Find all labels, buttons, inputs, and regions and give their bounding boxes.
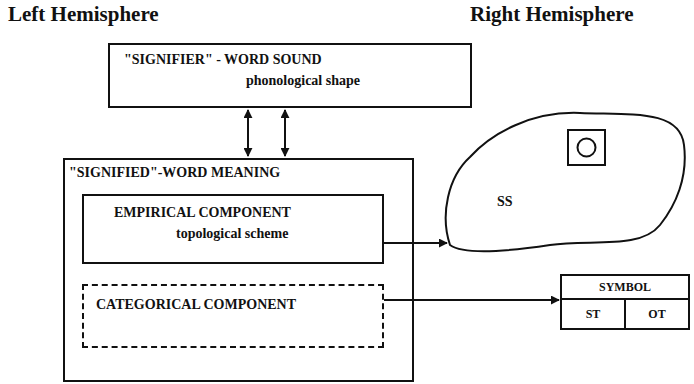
blob-outline xyxy=(440,105,688,255)
hemisphere-label: Left Hemisphere xyxy=(8,2,159,27)
box-heading: "SIGNIFIER" - WORD SOUND xyxy=(110,45,470,68)
box-heading: CATEGORICAL COMPONENT xyxy=(84,286,382,313)
component-box: CATEGORICAL COMPONENT xyxy=(82,284,384,348)
hemisphere-label: Right Hemisphere xyxy=(470,2,634,27)
signified-box: "SIGNIFIED"-WORD MEANING EMPIRICAL COMPON… xyxy=(63,158,414,382)
table-cell: OT xyxy=(624,300,688,328)
component-box: EMPIRICAL COMPONENTtopological scheme xyxy=(82,194,384,264)
sensory-region: SS xyxy=(440,105,688,255)
arrow-connector xyxy=(384,299,559,301)
signifier-box: "SIGNIFIER" - WORD SOUNDphonological sha… xyxy=(108,43,472,108)
arrow-connector xyxy=(247,110,249,156)
table-row: SYMBOL xyxy=(562,276,688,300)
box-body: topological scheme xyxy=(84,221,382,242)
symbol-table: SYMBOLSTOT xyxy=(560,274,690,330)
box-heading: "SIGNIFIED"-WORD MEANING xyxy=(65,160,412,181)
table-cell: SYMBOL xyxy=(562,276,688,298)
box-heading: EMPIRICAL COMPONENT xyxy=(84,196,382,221)
region-label: SS xyxy=(497,193,513,210)
arrow-connector xyxy=(284,110,286,156)
box-body: phonological shape xyxy=(110,68,470,89)
arrow-connector xyxy=(384,242,447,244)
table-cell: ST xyxy=(562,300,624,328)
table-row: STOT xyxy=(562,300,688,328)
